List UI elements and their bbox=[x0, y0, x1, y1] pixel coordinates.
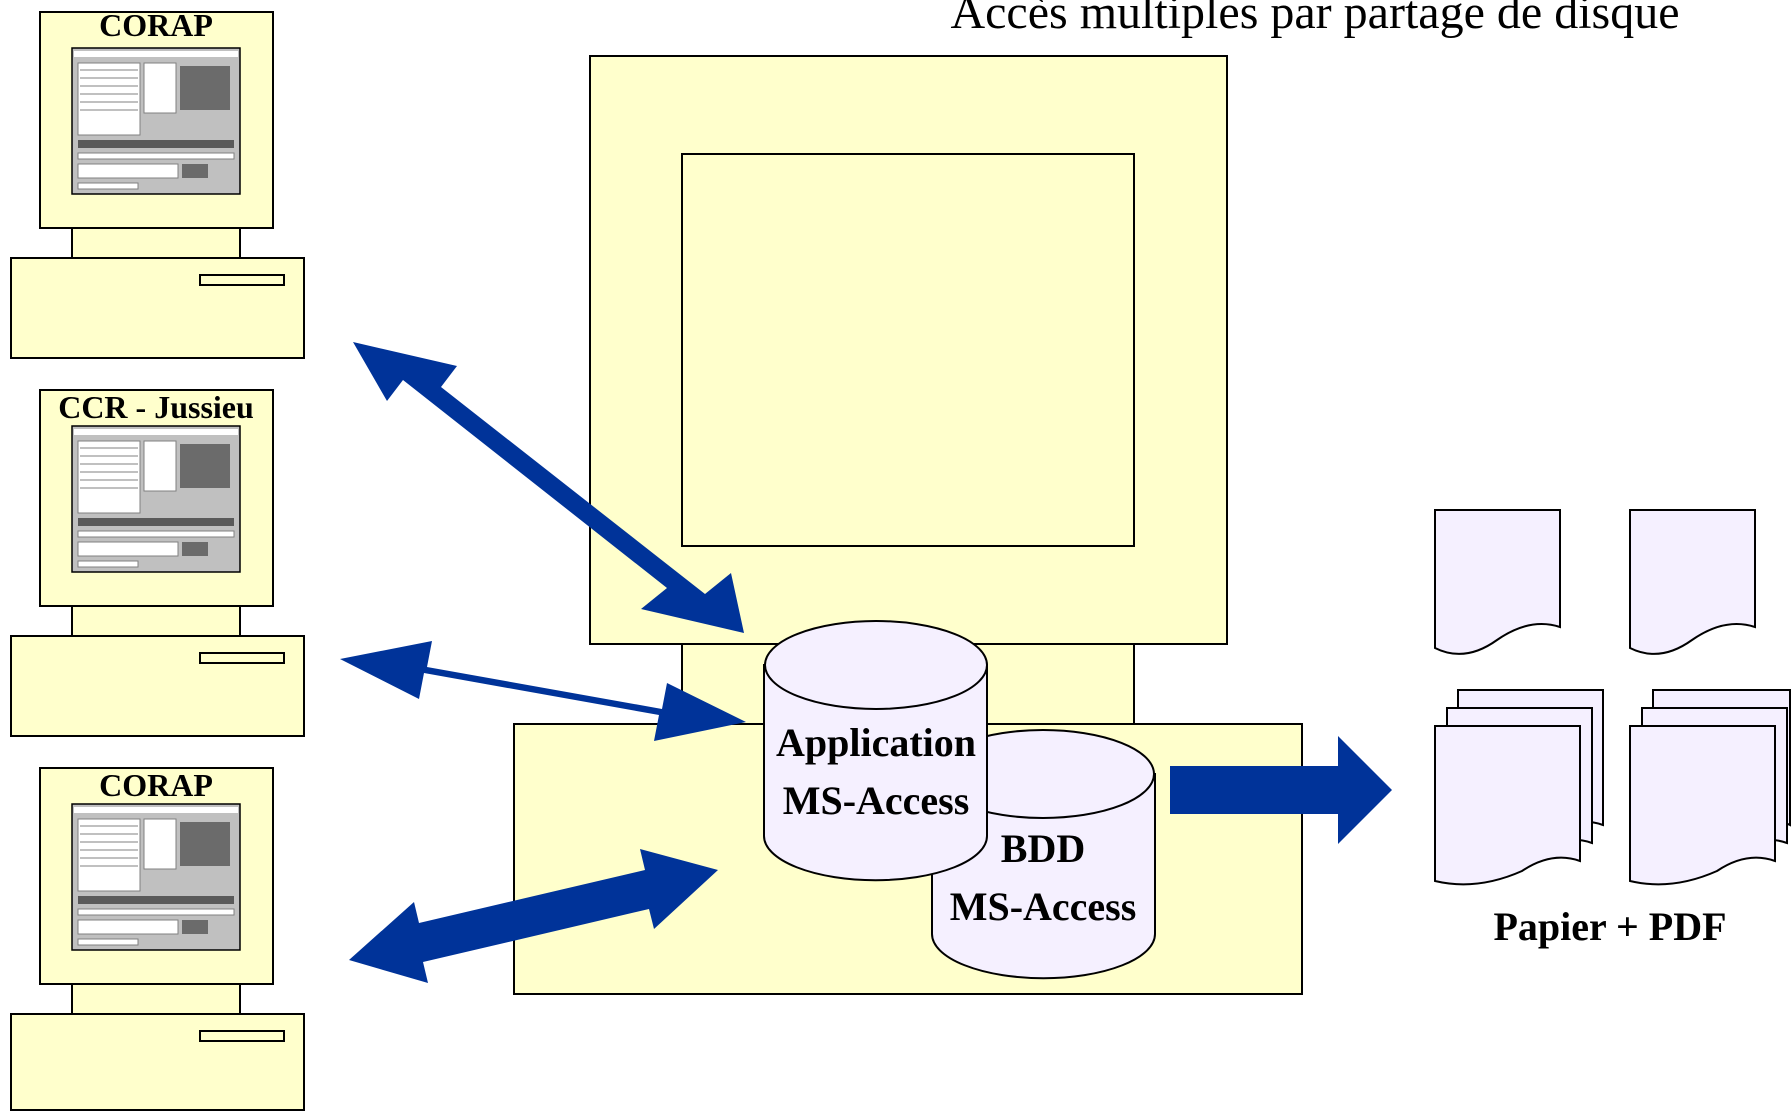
double-arrow-client-3 bbox=[349, 849, 718, 983]
client-stand bbox=[71, 605, 241, 637]
drive-slot bbox=[199, 274, 285, 286]
client-label: CORAP bbox=[99, 767, 213, 803]
client-label: CCR - Jussieu bbox=[58, 389, 254, 425]
client-computer-2: CCR - Jussieu bbox=[10, 389, 305, 737]
server-screen bbox=[681, 153, 1135, 547]
client-label: CORAP bbox=[99, 7, 213, 43]
diagram-title: Accès multiples par partage de disque bbox=[950, 0, 1679, 39]
double-arrow-client-1 bbox=[353, 342, 744, 633]
client-stand bbox=[71, 983, 241, 1015]
drive-slot bbox=[199, 652, 285, 664]
client-base bbox=[10, 1013, 305, 1111]
client-base bbox=[10, 635, 305, 737]
client-screenshot bbox=[71, 47, 241, 195]
bdd-label-line1: BDD bbox=[1001, 826, 1085, 871]
client-computer-1: CORAP bbox=[10, 7, 305, 359]
document-single-2 bbox=[1629, 509, 1756, 655]
document-stack-2 bbox=[1629, 689, 1791, 886]
client-base bbox=[10, 257, 305, 359]
document-single-1 bbox=[1434, 509, 1561, 655]
drive-slot bbox=[199, 1030, 285, 1042]
output-label: Papier + PDF bbox=[1493, 904, 1726, 949]
output-arrow bbox=[1170, 736, 1392, 844]
application-label-line2: MS-Access bbox=[783, 778, 970, 823]
client-screenshot bbox=[71, 803, 241, 951]
connection-arrows bbox=[340, 342, 746, 983]
client-screenshot bbox=[71, 425, 241, 573]
client-computer-3: CORAP bbox=[10, 767, 305, 1111]
bdd-label-line2: MS-Access bbox=[950, 884, 1137, 929]
double-arrow-client-2 bbox=[340, 641, 746, 741]
document-stack-1 bbox=[1434, 689, 1604, 886]
client-stand bbox=[71, 227, 241, 259]
application-cylinder: Application MS-Access bbox=[763, 620, 988, 882]
application-label-line1: Application bbox=[776, 720, 976, 765]
